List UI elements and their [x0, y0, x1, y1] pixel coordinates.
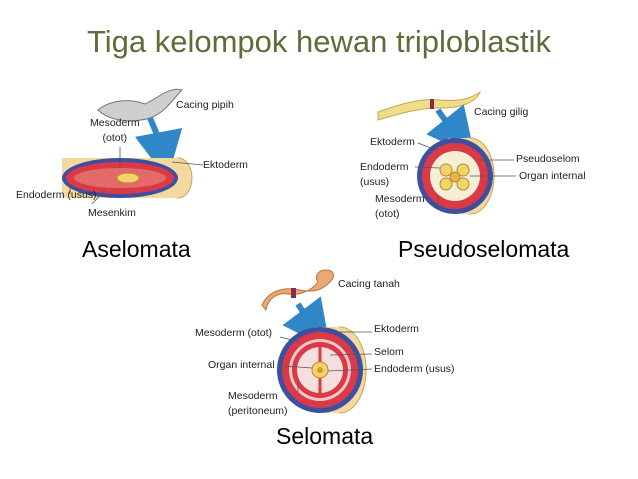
label-coelomate-ectoderm: Ektoderm [374, 323, 419, 335]
label-coelomate-endoderm: Endoderm (usus) [374, 363, 455, 375]
label-pseudocoelomate-mesoderm: Mesoderm (otot) [375, 193, 425, 220]
label-roundworm: Cacing gilig [474, 106, 529, 118]
label-coelomate-mesoderm-muscle: Mesoderm (otot) [195, 327, 273, 339]
label-pseudocoelomate-ectoderm: Ektoderm [370, 136, 415, 148]
coelomate-illustration [261, 269, 373, 414]
label-acoelomate-endoderm: Endoderm (usus) [16, 189, 97, 201]
label-flatworm: Cacing pipih [176, 99, 234, 111]
label-coelomate-organ: Organ internal [208, 359, 275, 371]
coelomate-cross-section [277, 326, 367, 414]
group-name-acoelomate: Aselomata [82, 236, 191, 262]
label-coelom: Selom [374, 346, 404, 358]
label-pseudocoelomate-organ: Organ internal [519, 170, 586, 182]
label-acoelomate-mesoderm: Mesoderm (otot) [90, 117, 140, 144]
flatworm-drawing [97, 88, 183, 122]
pseudocoelomate-arrow [426, 104, 475, 157]
page-title: Tiga kelompok hewan triploblastik [86, 24, 552, 59]
roundworm-drawing [377, 90, 482, 121]
earthworm-drawing [261, 269, 334, 312]
label-pseudocoelomate-endoderm: Endoderm (usus) [360, 161, 409, 188]
group-name-pseudocoelomate: Pseudoselomata [398, 236, 570, 262]
coelomate-arrow [282, 296, 331, 350]
label-earthworm: Cacing tanah [338, 278, 400, 290]
label-coelomate-peritoneum: Mesoderm (peritoneum) [228, 390, 288, 417]
label-mesenchyme: Mesenkim [88, 207, 136, 219]
label-pseudocoelom: Pseudoselom [516, 153, 580, 165]
pseudocoelomate-illustration [377, 90, 516, 215]
label-acoelomate-ectoderm: Ektoderm [203, 159, 248, 171]
acoelomate-illustration [62, 88, 204, 205]
group-name-coelomate: Selomata [276, 423, 374, 449]
acoelomate-arrow [134, 116, 183, 180]
